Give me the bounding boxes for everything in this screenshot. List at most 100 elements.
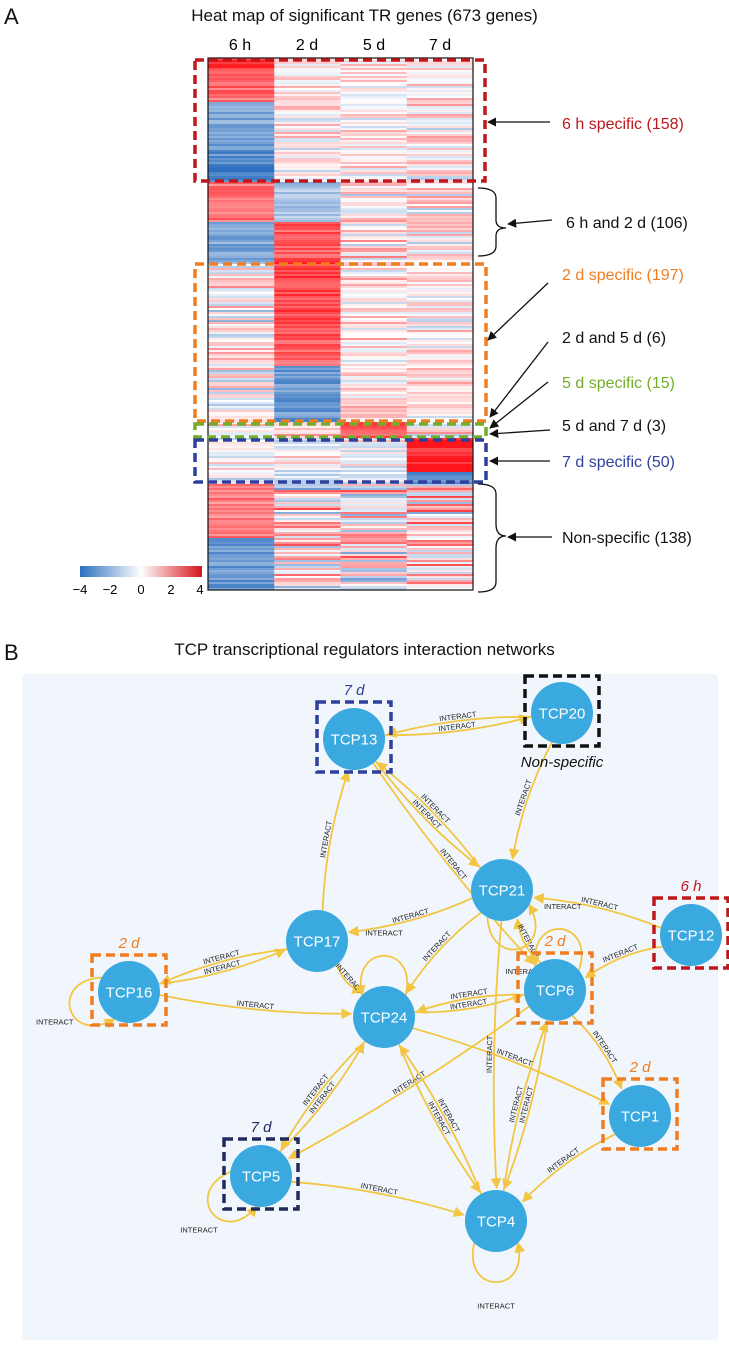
heatmap-cell — [340, 298, 408, 301]
heatmap-cell — [208, 252, 275, 255]
node-circle[interactable] — [353, 986, 415, 1048]
heatmap-cell — [208, 66, 275, 69]
heatmap-cell — [274, 190, 341, 193]
heatmap-cell — [406, 540, 474, 543]
heatmap-cell — [340, 454, 408, 457]
label-2d-and-5d: 2 d and 5 d (6) — [562, 330, 666, 347]
heatmap-cell — [340, 502, 408, 505]
heatmap-cell — [274, 428, 341, 431]
node-circle[interactable] — [465, 1190, 527, 1252]
heatmap-cell — [340, 108, 408, 111]
heatmap-cell — [340, 120, 408, 123]
heatmap-cell — [274, 468, 341, 471]
heatmap-cell — [340, 208, 408, 211]
heatmap-cell — [208, 78, 275, 81]
heatmap-cell — [406, 388, 474, 391]
heatmap-cell — [274, 516, 341, 519]
node-circle[interactable] — [660, 904, 722, 966]
heatmap-cell — [208, 366, 275, 369]
heatmap-cell — [274, 288, 341, 291]
node-tcp21[interactable]: TCP21 — [471, 859, 533, 921]
node-tag-label: 7 d — [344, 682, 366, 699]
heatmap-cell — [340, 432, 408, 435]
heatmap-cell — [208, 194, 275, 197]
heatmap-cell — [406, 270, 474, 273]
heatmap-cell — [340, 576, 408, 579]
heatmap-cell — [274, 88, 341, 91]
node-tcp12[interactable]: TCP12 — [660, 904, 722, 966]
node-tcp13[interactable]: TCP13 — [323, 708, 385, 770]
node-tcp1[interactable]: TCP1 — [609, 1085, 671, 1147]
heatmap-cell — [340, 236, 408, 239]
heatmap-cell — [274, 284, 341, 287]
heatmap-cell — [340, 190, 408, 193]
heatmap-cell — [340, 440, 408, 443]
heatmap-cell — [208, 182, 275, 185]
node-circle[interactable] — [471, 859, 533, 921]
node-circle[interactable] — [98, 961, 160, 1023]
heatmap-cell — [340, 100, 408, 103]
node-circle[interactable] — [230, 1145, 292, 1207]
interaction-edge — [280, 1040, 366, 1151]
node-tcp6[interactable]: TCP6 — [524, 959, 586, 1021]
heatmap-cell — [274, 556, 341, 559]
heatmap-cell — [340, 110, 408, 113]
node-tcp4[interactable]: TCP4 — [465, 1190, 527, 1252]
heatmap-cell — [340, 482, 408, 485]
heatmap-cell — [208, 358, 275, 361]
heatmap-cell — [406, 398, 474, 401]
arrow-6h-2d — [507, 218, 553, 228]
heatmap-cell — [406, 212, 474, 215]
heatmap-cell — [208, 250, 275, 253]
heatmap-cell — [406, 96, 474, 99]
node-tcp5[interactable]: TCP5 — [230, 1145, 292, 1207]
heatmap-cell — [208, 380, 275, 383]
heatmap-cell — [274, 574, 341, 577]
heatmap-cell — [340, 442, 408, 445]
node-circle[interactable] — [531, 682, 593, 744]
heatmap-cell — [274, 534, 341, 537]
node-tcp16[interactable]: TCP16 — [98, 961, 160, 1023]
interaction-edge — [321, 770, 351, 911]
heatmap-cell — [274, 398, 341, 401]
heatmap-cell — [208, 408, 275, 411]
node-tcp24[interactable]: TCP24 — [353, 986, 415, 1048]
heatmap-cell — [208, 584, 275, 587]
heatmap-cell — [274, 240, 341, 243]
heatmap-cell — [340, 530, 408, 533]
heatmap-cell — [340, 258, 408, 261]
node-tcp20[interactable]: TCP20 — [531, 682, 593, 744]
heatmap-cell — [406, 290, 474, 293]
heatmap-cell — [340, 276, 408, 279]
node-circle[interactable] — [524, 959, 586, 1021]
heatmap-cell — [340, 542, 408, 545]
heatmap-cell — [274, 324, 341, 327]
heatmap-cell — [274, 230, 341, 233]
heatmap-cell — [340, 406, 408, 409]
heatmap-cell — [208, 404, 275, 407]
heatmap-cell — [208, 300, 275, 303]
heatmap-cell — [274, 298, 341, 301]
heatmap-cell — [208, 320, 275, 323]
heatmap-cell — [340, 144, 408, 147]
heatmap-cell — [340, 466, 408, 469]
node-circle[interactable] — [609, 1085, 671, 1147]
heatmap-cell — [406, 356, 474, 359]
heatmap-cell — [274, 492, 341, 495]
node-circle[interactable] — [286, 910, 348, 972]
node-tcp17[interactable]: TCP17 — [286, 910, 348, 972]
heatmap-cell — [340, 586, 408, 589]
node-circle[interactable] — [323, 708, 385, 770]
heatmap-cell — [208, 218, 275, 221]
heatmap-cell — [274, 256, 341, 259]
heatmap-cell — [406, 292, 474, 295]
heatmap-cell — [274, 392, 341, 395]
heatmap-cell — [208, 506, 275, 509]
heatmap-cell — [208, 312, 275, 315]
heatmap-cell — [406, 88, 474, 91]
heatmap-cell — [340, 426, 408, 429]
heatmap-cell — [274, 378, 341, 381]
heatmap-cell — [406, 340, 474, 343]
heatmap-cell — [406, 484, 474, 487]
heatmap-cell — [340, 84, 408, 87]
